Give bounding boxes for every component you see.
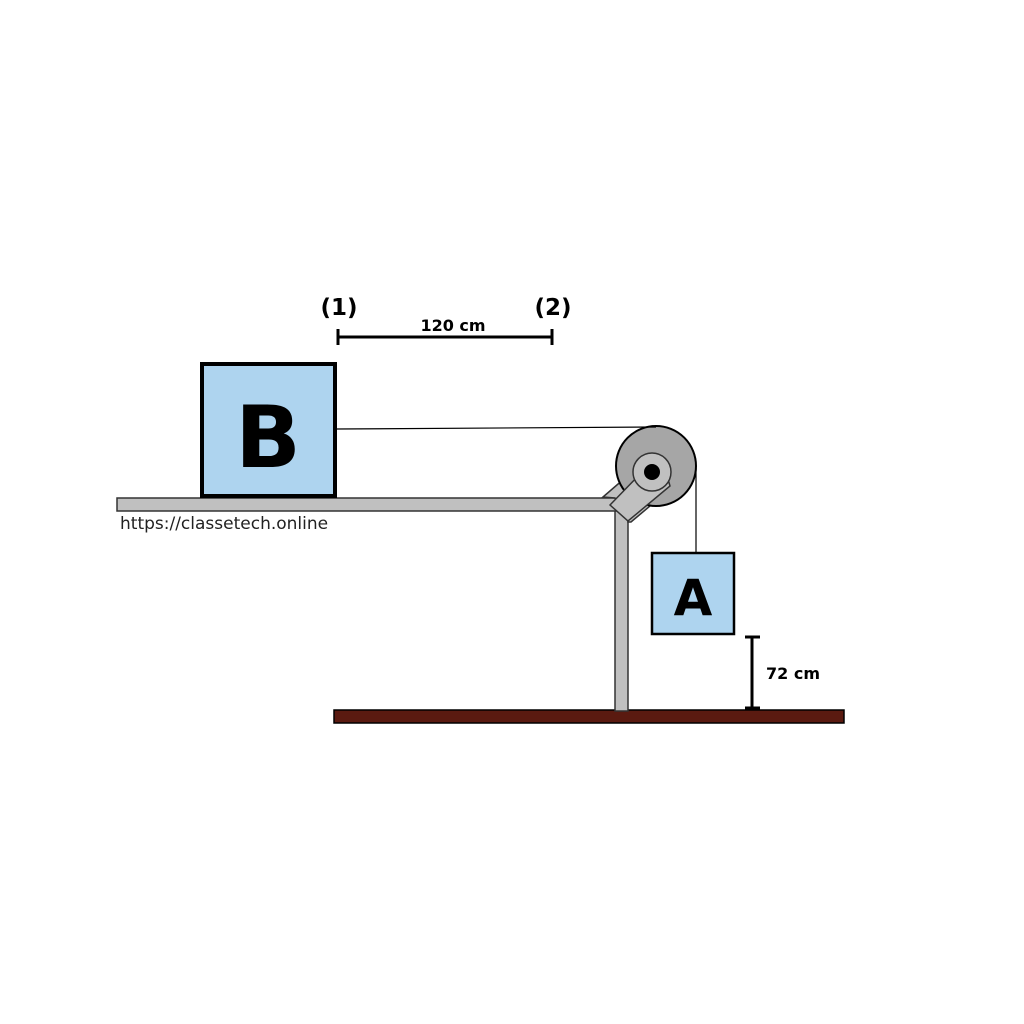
table-top (116, 497, 629, 512)
block-b-label: B (235, 388, 301, 488)
floor (333, 709, 845, 724)
distance-label: 120 cm (420, 316, 485, 335)
position-1-label: (1) (320, 295, 357, 321)
block-b (200, 362, 337, 498)
block-a-label: A (674, 569, 713, 627)
watermark-url: https://classetech.online (120, 514, 328, 534)
position-2-label: (2) (534, 295, 571, 321)
pulley-axle (644, 464, 660, 480)
table-leg (614, 497, 629, 712)
block-a (650, 551, 736, 636)
height-label: 72 cm (766, 664, 820, 683)
string-horizontal (335, 426, 657, 430)
